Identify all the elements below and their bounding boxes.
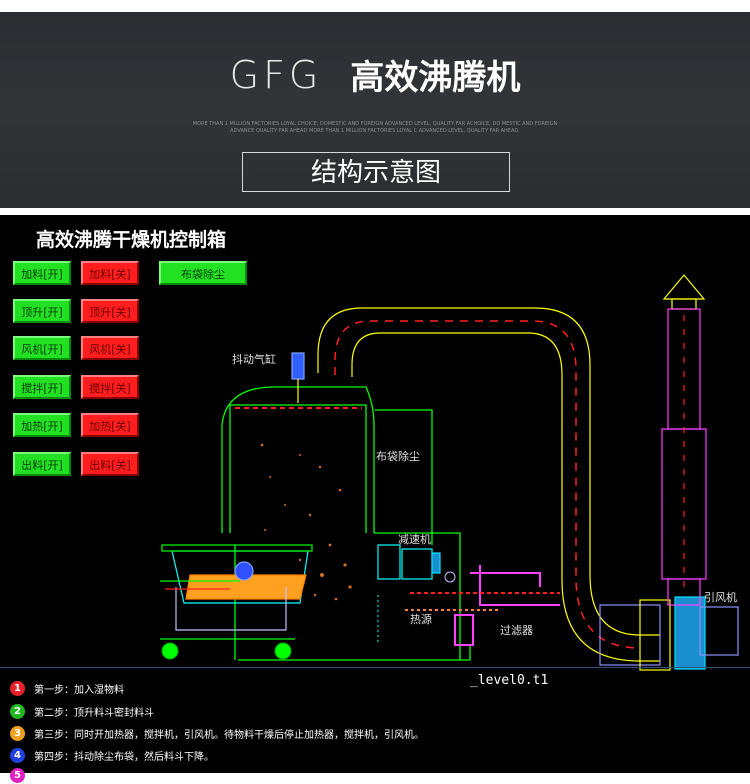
- discharge-off-button[interactable]: 出料[关]: [81, 452, 139, 476]
- machine-diagram: [160, 274, 739, 671]
- reducer-label: 减速机: [398, 533, 431, 546]
- step-number: 2: [10, 704, 25, 719]
- fan-off-button[interactable]: 风机[关]: [81, 336, 139, 360]
- step-4: 4 第四步：抖动除尘布袋，然后料斗下降。: [10, 748, 214, 764]
- heat-on-button[interactable]: 加热[开]: [13, 413, 71, 437]
- lift-on-button[interactable]: 顶升[开]: [13, 299, 71, 323]
- step-text: 第一步：加入湿物料: [34, 685, 124, 696]
- gear-reducer: [377, 544, 441, 580]
- header-banner: GFG 高效沸腾机 MORE THAN 1 MILLION FACTORIES L…: [0, 0, 750, 208]
- heat-off-button[interactable]: 加热[关]: [81, 413, 139, 437]
- control-panel: 高效沸腾干燥机控制箱 加料[开] 加料[关] 布袋除尘 顶升[开] 顶升[关] …: [0, 215, 750, 783]
- material-bowl: [160, 544, 313, 631]
- brand-logo: GFG: [229, 52, 323, 97]
- stir-off-button[interactable]: 搅拌[关]: [81, 375, 139, 399]
- feed-off-button[interactable]: 加料[关]: [81, 261, 139, 285]
- step-text: 第四步：抖动除尘布袋，然后料斗下降。: [34, 752, 214, 763]
- level-tag: _level0.t1: [470, 673, 549, 688]
- step-5: 5: [10, 768, 34, 784]
- feed-on-button[interactable]: 加料[开]: [13, 261, 71, 285]
- tagline: MORE THAN 1 MILLION FACTORIES LOYAL CHOI…: [192, 121, 558, 134]
- induced-fan-label: 引风机: [704, 591, 737, 604]
- fluidized-particles: [260, 443, 352, 601]
- step-3: 3 第三步：同时开加热器，搅拌机，引风机。待物料干燥后停止加热器，搅拌机，引风机。: [10, 726, 424, 742]
- panel-title: 高效沸腾干燥机控制箱: [36, 229, 227, 251]
- lift-off-button[interactable]: 顶升[关]: [81, 299, 139, 323]
- bag-filter-label: 布袋除尘: [376, 450, 420, 463]
- exhaust-chimney: [661, 274, 707, 606]
- stir-on-button[interactable]: 搅拌[开]: [13, 375, 71, 399]
- top-rule: [0, 0, 750, 12]
- dryer-body: [221, 386, 471, 661]
- product-title: 高效沸腾机: [350, 58, 521, 98]
- brand-line: GFG 高效沸腾机: [0, 50, 750, 99]
- exhaust-duct: [317, 307, 660, 662]
- step-2: 2 第二步：顶升料斗密封料斗: [10, 704, 154, 720]
- fan-on-button[interactable]: 风机[开]: [13, 336, 71, 360]
- separator: [0, 208, 750, 215]
- heater-pipes: [405, 565, 560, 646]
- step-text: 第二步：顶升料斗密封料斗: [34, 708, 154, 719]
- step-number: 4: [10, 748, 25, 763]
- vibrating-cylinder: [291, 352, 305, 403]
- step-number: 1: [10, 681, 25, 696]
- step-1: 1 第一步：加入湿物料: [10, 681, 124, 697]
- step-text: 第三步：同时开加热器，搅拌机，引风机。待物料干燥后停止加热器，搅拌机，引风机。: [34, 730, 424, 741]
- induced-fan: [599, 596, 739, 671]
- bag-dust-button[interactable]: 布袋除尘: [159, 261, 247, 285]
- filter-label: 过滤器: [500, 624, 533, 637]
- step-number: 5: [10, 768, 25, 783]
- step-list: 1 第一步：加入湿物料 2 第二步：顶升料斗密封料斗 3 第三步：同时开加热器，搅拌机…: [0, 667, 750, 783]
- subtitle: 结构示意图: [242, 152, 510, 192]
- step-number: 3: [10, 726, 25, 741]
- trolley-wheels: [160, 638, 295, 660]
- heat-source-label: 热源: [410, 613, 432, 626]
- discharge-on-button[interactable]: 出料[开]: [13, 452, 71, 476]
- cylinder-label: 抖动气缸: [232, 353, 276, 366]
- duct-flow-arrows: [334, 320, 641, 649]
